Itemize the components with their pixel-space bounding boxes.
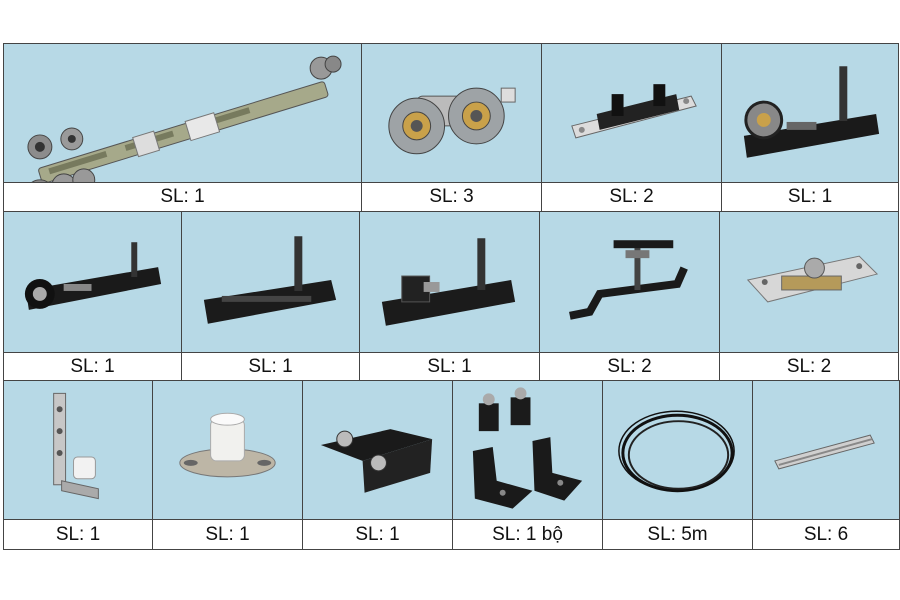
caption-plate-stopper: SL: 2 bbox=[542, 182, 721, 212]
wheel-hanger-bolt-icon bbox=[722, 44, 898, 182]
cell-top-plate-bearing: SL: 2 bbox=[720, 211, 899, 382]
caption-wire-cable: SL: 5m bbox=[603, 519, 752, 550]
caption-double-roller: SL: 3 bbox=[362, 182, 541, 212]
cell-z-bracket-bolt: SL: 2 bbox=[540, 211, 720, 382]
plate-bracket-icon bbox=[542, 44, 721, 182]
caption-bracket-set: SL: 1 bộ bbox=[453, 519, 602, 550]
cell-rail-strip: SL: 6 bbox=[753, 380, 900, 550]
floor-guide-roller-icon bbox=[153, 381, 302, 519]
cell-bolt-carrier-b: SL: 1 bbox=[360, 211, 540, 382]
caption-rail-strip: SL: 6 bbox=[753, 519, 899, 550]
cell-bolt-carrier-a: SL: 1 bbox=[182, 211, 360, 382]
wire-coil-icon bbox=[603, 381, 752, 519]
caption-z-bracket-bolt: SL: 2 bbox=[540, 352, 719, 382]
caption-long-roller-carriage: SL: 1 bbox=[4, 182, 361, 212]
grid-row-3: SL: 1 SL: 1 bbox=[3, 380, 900, 550]
bolt-carrier-clip-icon bbox=[360, 212, 539, 352]
cell-long-roller-carriage: SL: 1 bbox=[4, 43, 362, 212]
caption-black-bracket: SL: 1 bbox=[303, 519, 452, 550]
caption-angle-guide: SL: 1 bbox=[4, 519, 152, 550]
pivot-plate-icon bbox=[720, 212, 898, 352]
cell-floor-guide: SL: 1 bbox=[153, 380, 303, 550]
rail-strip-icon bbox=[753, 381, 899, 519]
cell-single-wheel-carrier: SL: 1 bbox=[4, 211, 182, 382]
cell-double-roller: SL: 3 bbox=[362, 43, 542, 212]
cell-wire-cable: SL: 5m bbox=[603, 380, 753, 550]
cell-bracket-set: SL: 1 bộ bbox=[453, 380, 603, 550]
black-bracket-icon bbox=[303, 381, 452, 519]
bolt-carrier-icon bbox=[182, 212, 359, 352]
cell-wheel-hanger: SL: 1 bbox=[722, 43, 899, 212]
angle-guide-icon bbox=[4, 381, 152, 519]
caption-bolt-carrier-b: SL: 1 bbox=[360, 352, 539, 382]
cell-angle-guide: SL: 1 bbox=[4, 380, 153, 550]
grid-row-2: SL: 1 SL: 1 SL: 1 bbox=[3, 211, 899, 382]
grid-row-1: SL: 1 SL: 3 bbox=[3, 43, 899, 212]
double-wheel-roller-icon bbox=[362, 44, 541, 182]
caption-single-wheel-carrier: SL: 1 bbox=[4, 352, 181, 382]
cell-black-bracket: SL: 1 bbox=[303, 380, 453, 550]
wheel-carrier-icon bbox=[4, 212, 181, 352]
z-bracket-icon bbox=[540, 212, 719, 352]
caption-wheel-hanger: SL: 1 bbox=[722, 182, 898, 212]
sliding-door-carriage-icon bbox=[4, 44, 361, 182]
bracket-set-icon bbox=[453, 381, 602, 519]
cell-plate-stopper: SL: 2 bbox=[542, 43, 722, 212]
caption-bolt-carrier-a: SL: 1 bbox=[182, 352, 359, 382]
caption-top-plate-bearing: SL: 2 bbox=[720, 352, 898, 382]
caption-floor-guide: SL: 1 bbox=[153, 519, 302, 550]
product-parts-grid: SL: 1 SL: 3 bbox=[3, 43, 900, 550]
